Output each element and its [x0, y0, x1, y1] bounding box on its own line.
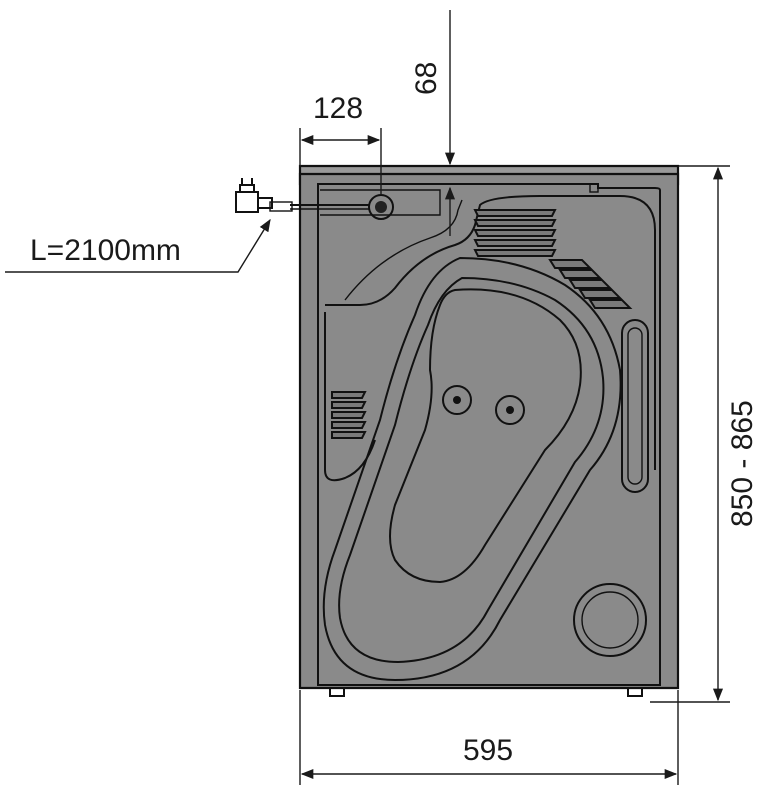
top-clip: [589, 183, 599, 193]
right-vent-grille: [548, 259, 633, 309]
drum-outer-outline: [322, 256, 622, 682]
foot-right: [627, 687, 643, 697]
width-label: 595: [463, 734, 513, 767]
height-dimension: 850 - 865: [650, 165, 759, 703]
power-cable: [269, 201, 370, 212]
depth-offset-dimension: 68: [410, 10, 456, 236]
top-vent-grille: [473, 209, 557, 257]
width-dimension: 595: [299, 690, 679, 785]
bolt-left: [442, 385, 472, 415]
left-vent-grille: [331, 391, 367, 439]
cable-sleeve: [269, 201, 293, 212]
cable-length-dimension: L=2100mm: [5, 218, 271, 273]
connection-offset-label: 128: [313, 92, 363, 125]
drum-inner-outline: [338, 276, 605, 664]
foot-left: [329, 687, 345, 697]
connection-offset-dimension: 128: [299, 92, 382, 195]
power-plug-icon: [235, 178, 273, 213]
upper-left-inner-frame: [344, 199, 463, 301]
right-slot-inner: [627, 327, 643, 485]
bolt-right: [495, 395, 525, 425]
height-label: 850 - 865: [726, 400, 759, 527]
upper-left-frame: [325, 195, 656, 470]
cable-length-label: L=2100mm: [30, 234, 181, 267]
drum-hub: [389, 288, 582, 584]
right-slot: [621, 319, 649, 493]
depth-offset-label: 68: [410, 62, 443, 95]
drain-cover: [573, 583, 647, 657]
top-recess: [320, 189, 441, 216]
dryer-body: [298, 164, 680, 697]
